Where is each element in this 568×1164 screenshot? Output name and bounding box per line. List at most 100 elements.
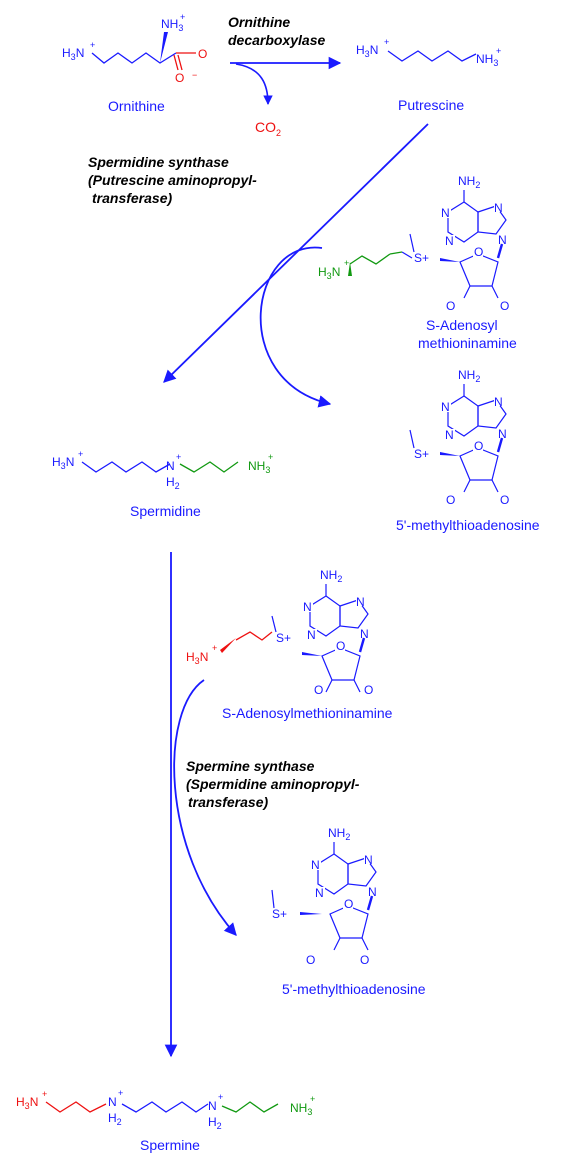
sam2-label: S-Adenosylmethioninamine [222, 705, 393, 721]
svg-text:NH3: NH3 [248, 459, 270, 475]
sam-aminopropyl-1: H3N + [318, 251, 403, 281]
svg-text:H2: H2 [108, 1111, 122, 1127]
svg-text:O: O [175, 71, 184, 85]
mta1-label: 5'-methylthioadenosine [396, 517, 540, 533]
putrescine-to-spermidine-arrow [163, 123, 429, 383]
spd-synthase-line3: transferase) [92, 190, 172, 206]
svg-text:N: N [356, 595, 365, 609]
svg-text:N: N [494, 395, 503, 409]
svg-text:O: O [306, 953, 315, 967]
svg-text:+: + [310, 1094, 315, 1104]
svg-text:NH2: NH2 [320, 568, 342, 584]
svg-text:O: O [198, 47, 207, 61]
sam1-label-line2: methioninamine [418, 335, 517, 351]
svg-text:O: O [344, 897, 353, 911]
svg-text:O: O [500, 493, 509, 507]
svg-text:H3N: H3N [356, 43, 378, 59]
svg-text:N: N [303, 600, 312, 614]
svg-text:N: N [445, 234, 454, 248]
svg-text:N: N [445, 428, 454, 442]
sam-to-mta-arrow-1 [259, 246, 332, 408]
svg-text:H3N: H3N [62, 46, 84, 62]
spermidine-label: Spermidine [130, 503, 201, 519]
svg-text:O: O [364, 683, 373, 697]
svg-text:N: N [315, 886, 324, 900]
svg-text:S+: S+ [276, 631, 291, 645]
sam-structure-2: NH2 N N N N O O O S+ [271, 568, 373, 697]
svg-text:+: + [384, 37, 389, 47]
sam-to-mta-arrow-2 [173, 679, 237, 936]
sam1-label-line1: S-Adenosyl [426, 317, 498, 333]
svg-text:H2: H2 [208, 1115, 222, 1131]
svg-text:N: N [364, 853, 373, 867]
svg-text:+: + [212, 643, 217, 653]
svg-text:N: N [498, 233, 507, 247]
svg-text:O: O [446, 493, 455, 507]
svg-text:+: + [42, 1089, 47, 1099]
svg-text:+: + [118, 1088, 123, 1098]
svg-text:H3N: H3N [318, 265, 340, 281]
spd-synthase-line2: (Putrescine aminopropyl- [88, 172, 257, 188]
sam-aminopropyl-2: H3N + [186, 631, 273, 666]
co2-label: CO2 [255, 119, 281, 138]
svg-text:+: + [176, 452, 181, 462]
svg-text:+: + [344, 258, 349, 268]
svg-text:N: N [498, 427, 507, 441]
svg-text:+: + [180, 12, 185, 22]
spm-synthase-line3: transferase) [188, 794, 268, 810]
svg-text:O: O [360, 953, 369, 967]
spermidine-structure: H3N + N + H2 NH3 + [52, 449, 273, 491]
svg-text:+: + [496, 46, 501, 56]
putrescine-label: Putrescine [398, 97, 464, 113]
svg-text:H3N: H3N [52, 455, 74, 471]
ornithine-label: Ornithine [108, 98, 165, 114]
odc-enzyme-line2: decarboxylase [228, 32, 325, 48]
spermine-structure: H3N + N + H2 N + H2 NH3 + [16, 1088, 315, 1131]
svg-text:−: − [192, 70, 197, 80]
svg-text:O: O [474, 439, 483, 453]
co2-release-arrow [235, 63, 273, 105]
spm-synthase-line1: Spermine synthase [186, 758, 315, 774]
svg-text:NH3: NH3 [161, 17, 183, 33]
svg-text:N: N [208, 1099, 217, 1113]
svg-text:S+: S+ [414, 447, 429, 461]
svg-text:O: O [474, 245, 483, 259]
svg-text:O: O [314, 683, 323, 697]
svg-text:O: O [446, 299, 455, 313]
svg-text:N: N [441, 400, 450, 414]
putrescine-structure: H3N + NH3 + [356, 37, 501, 68]
svg-text:N: N [360, 627, 369, 641]
svg-text:NH3: NH3 [290, 1101, 312, 1117]
spm-synthase-line2: (Spermidine aminopropyl- [186, 776, 360, 792]
mta-structure-1: NH2 N N N N O O O S+ [409, 368, 509, 507]
ornithine-structure: H3N + NH3 + O O − [62, 12, 207, 85]
svg-text:+: + [78, 449, 83, 459]
svg-text:NH2: NH2 [458, 174, 480, 190]
svg-text:+: + [218, 1092, 223, 1102]
svg-text:H2: H2 [166, 475, 180, 491]
svg-text:NH3: NH3 [476, 52, 498, 68]
odc-enzyme-line1: Ornithine [228, 14, 290, 30]
sam-structure-1: NH2 N N N N O O O S+ [401, 174, 509, 313]
spermine-label: Spermine [140, 1137, 200, 1153]
svg-text:O: O [500, 299, 509, 313]
svg-text:N: N [166, 459, 175, 473]
svg-text:+: + [268, 452, 273, 462]
svg-text:N: N [368, 885, 377, 899]
mta-structure-2: NH2 N N N N O O O S+ [271, 826, 378, 967]
svg-text:S+: S+ [272, 907, 287, 921]
mta2-label: 5'-methylthioadenosine [282, 981, 426, 997]
svg-text:N: N [311, 858, 320, 872]
svg-text:O: O [336, 639, 345, 653]
svg-text:S+: S+ [414, 251, 429, 265]
spd-synthase-line1: Spermidine synthase [88, 154, 229, 170]
svg-text:N: N [108, 1095, 117, 1109]
svg-text:+: + [90, 40, 95, 50]
svg-text:NH2: NH2 [328, 826, 350, 842]
svg-text:N: N [307, 628, 316, 642]
svg-text:H3N: H3N [186, 650, 208, 666]
svg-text:N: N [441, 206, 450, 220]
svg-text:NH2: NH2 [458, 368, 480, 384]
svg-text:N: N [494, 201, 503, 215]
